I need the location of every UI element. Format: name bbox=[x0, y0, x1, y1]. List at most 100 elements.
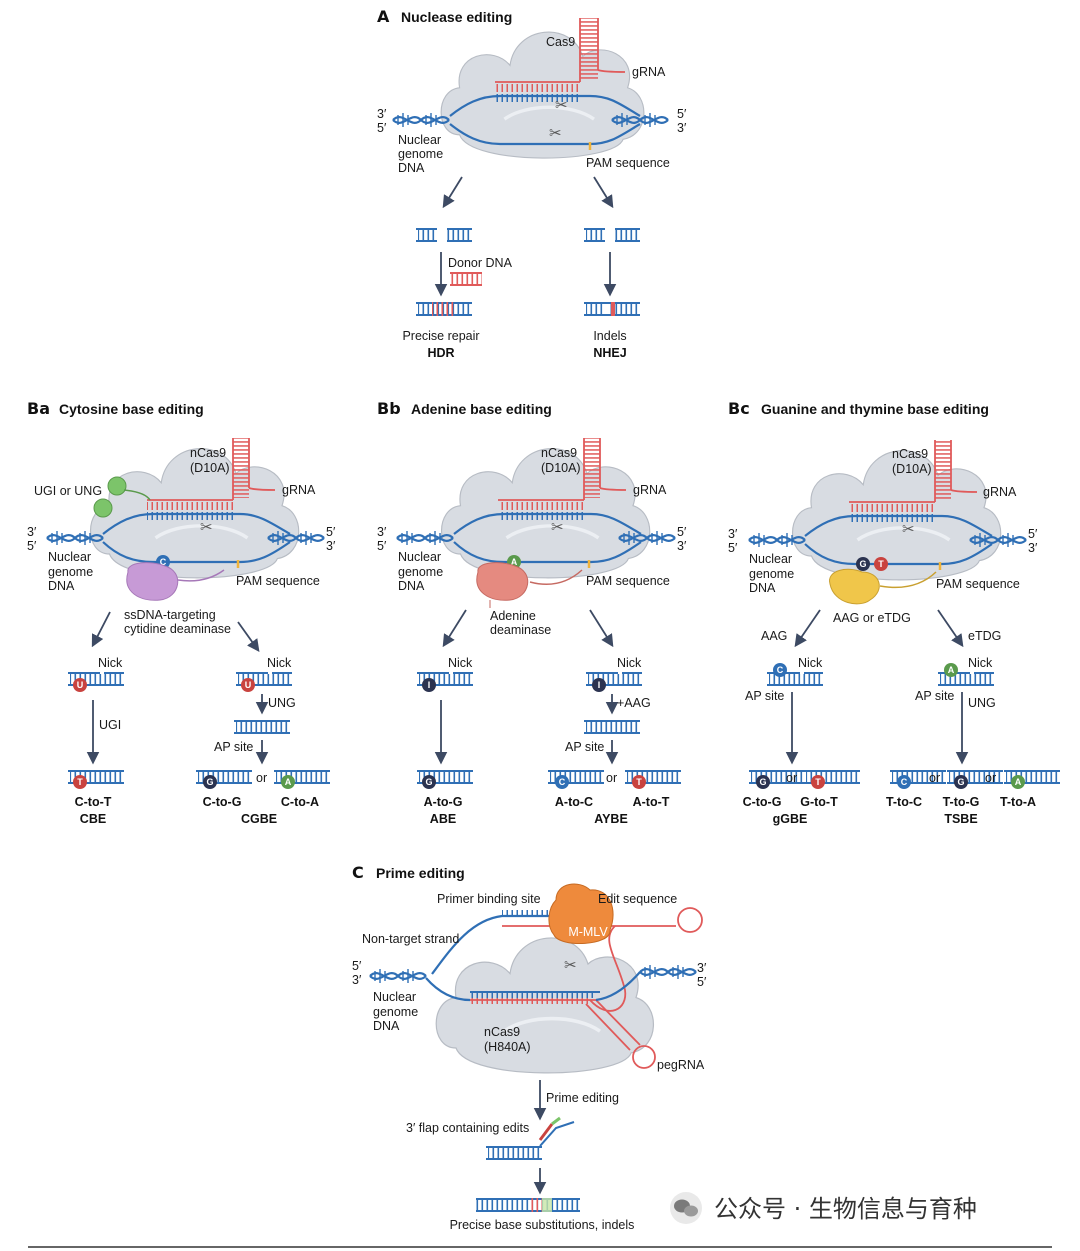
cytidine-deaminase bbox=[126, 562, 225, 601]
a-pam-label: PAM sequence bbox=[586, 156, 670, 170]
svg-text:C: C bbox=[160, 557, 167, 567]
bc-out5: T-to-A bbox=[1000, 795, 1036, 809]
svg-text:A: A bbox=[1015, 777, 1022, 787]
bb-out2: A-to-C bbox=[555, 795, 593, 809]
ugi-ung-label: UGI or UNG bbox=[34, 484, 102, 498]
product-g2: G bbox=[947, 770, 1003, 789]
ap-site-label: AP site bbox=[214, 740, 253, 754]
etdg-step: eTDG bbox=[968, 629, 1001, 643]
svg-text:A: A bbox=[511, 557, 518, 567]
panel-bb-letter: Bb bbox=[377, 399, 401, 418]
svg-text:G: G bbox=[759, 777, 766, 787]
bb-right-5: 5′ bbox=[677, 525, 687, 539]
watermark: 公众号 · 生物信息与育种 bbox=[670, 1192, 977, 1224]
panel-ba-title: Cytosine base editing bbox=[59, 401, 204, 417]
bb-left-3: 3′ bbox=[377, 525, 387, 539]
grna bbox=[498, 438, 627, 510]
nicked-c: C bbox=[767, 663, 823, 686]
bc-out4: T-to-G bbox=[943, 795, 980, 809]
panel-bc-letter: Bc bbox=[728, 399, 750, 418]
abe-label: ABE bbox=[430, 812, 456, 826]
tsbe-label: TSBE bbox=[944, 812, 977, 826]
nick-label: Nick bbox=[617, 656, 642, 670]
scissors-icon: ✂ bbox=[564, 957, 577, 974]
c-genome-1: Nuclear bbox=[373, 990, 416, 1004]
pegrna-label: pegRNA bbox=[657, 1058, 705, 1072]
panel-ba: Ba Cytosine base editing nCas9 (D10A) gR… bbox=[27, 399, 336, 826]
nicked-u-right: U bbox=[236, 670, 292, 692]
svg-text:✂: ✂ bbox=[551, 519, 564, 536]
nick-label: Nick bbox=[798, 656, 823, 670]
panel-bb: Bb Adenine base editing nCas9 (D10A) gRN… bbox=[377, 399, 687, 826]
genomic-dna bbox=[391, 94, 670, 150]
ba-left-5: 5′ bbox=[27, 539, 37, 553]
ba-enzyme-2: cytidine deaminase bbox=[124, 622, 231, 636]
glycosylase bbox=[829, 568, 937, 605]
a-genome-3: DNA bbox=[398, 161, 425, 175]
svg-text:C: C bbox=[777, 665, 784, 675]
genomic-dna bbox=[395, 512, 677, 568]
scissors-icon: ✂ bbox=[551, 519, 564, 536]
nick-label: Nick bbox=[267, 656, 292, 670]
scissors-icon: ✂ bbox=[549, 125, 562, 142]
ba-grna-label: gRNA bbox=[282, 483, 316, 497]
product-a: A bbox=[1004, 770, 1060, 789]
bc-grna-label: gRNA bbox=[983, 485, 1017, 499]
result-label: Precise base substitutions, indels bbox=[450, 1218, 635, 1232]
bb-genome-2: genome bbox=[398, 565, 443, 579]
grna-label: gRNA bbox=[632, 65, 666, 79]
bb-pam-label: PAM sequence bbox=[586, 574, 670, 588]
bb-genome-1: Nuclear bbox=[398, 550, 441, 564]
nhej-product bbox=[584, 302, 640, 316]
svg-text:G: G bbox=[957, 777, 964, 787]
svg-text:A: A bbox=[285, 777, 292, 787]
bb-genome-3: DNA bbox=[398, 579, 425, 593]
edited-dna bbox=[476, 1198, 580, 1212]
product-g: G bbox=[749, 770, 805, 789]
svg-text:G: G bbox=[206, 777, 213, 787]
ap-site-label: AP site bbox=[565, 740, 604, 754]
ap-site-dna bbox=[234, 720, 290, 734]
panel-ba-letter: Ba bbox=[27, 399, 50, 418]
svg-text:✂: ✂ bbox=[549, 125, 562, 142]
bc-cas-2: (D10A) bbox=[892, 462, 932, 476]
bc-out1: C-to-G bbox=[743, 795, 782, 809]
hdr-product bbox=[416, 302, 472, 316]
cbe-label: CBE bbox=[80, 812, 106, 826]
dsb-right bbox=[584, 226, 640, 244]
a-right-3: 3′ bbox=[677, 121, 687, 135]
c-cas-2: (H840A) bbox=[484, 1040, 531, 1054]
svg-text:G: G bbox=[425, 777, 432, 787]
ba-right-5: 5′ bbox=[326, 525, 336, 539]
ba-cas-1: nCas9 bbox=[190, 446, 226, 460]
nhej-abbrev: NHEJ bbox=[593, 346, 626, 360]
c-left-5: 5′ bbox=[352, 959, 362, 973]
product-g: G bbox=[417, 770, 473, 789]
panel-bc: Bc Guanine and thymine base editing nCas… bbox=[728, 399, 1060, 826]
a-genome-2: genome bbox=[398, 147, 443, 161]
ba-cas-2: (D10A) bbox=[190, 461, 230, 475]
svg-text:✂: ✂ bbox=[555, 97, 568, 114]
ung-step: UNG bbox=[268, 696, 296, 710]
ba-genome-3: DNA bbox=[48, 579, 75, 593]
bb-out3: A-to-T bbox=[633, 795, 670, 809]
svg-text:C: C bbox=[901, 777, 908, 787]
ba-out3: C-to-A bbox=[281, 795, 319, 809]
nts-label: Non-target strand bbox=[362, 932, 459, 946]
ba-right-3: 3′ bbox=[326, 539, 336, 553]
c-right-3: 3′ bbox=[697, 961, 707, 975]
or-label: or bbox=[256, 771, 267, 785]
panel-bc-title: Guanine and thymine base editing bbox=[761, 401, 989, 417]
scissors-icon: ✂ bbox=[555, 97, 568, 114]
nicked-i-right: I bbox=[586, 670, 642, 692]
ugi-ung-protein bbox=[93, 476, 151, 518]
bb-right-3: 3′ bbox=[677, 539, 687, 553]
bc-left-3: 3′ bbox=[728, 527, 738, 541]
svg-text:T: T bbox=[77, 777, 83, 787]
arrow bbox=[937, 609, 964, 648]
aybe-label: AYBE bbox=[594, 812, 628, 826]
grna bbox=[147, 438, 276, 510]
bb-out1: A-to-G bbox=[424, 795, 463, 809]
c-genome-3: DNA bbox=[373, 1019, 400, 1033]
